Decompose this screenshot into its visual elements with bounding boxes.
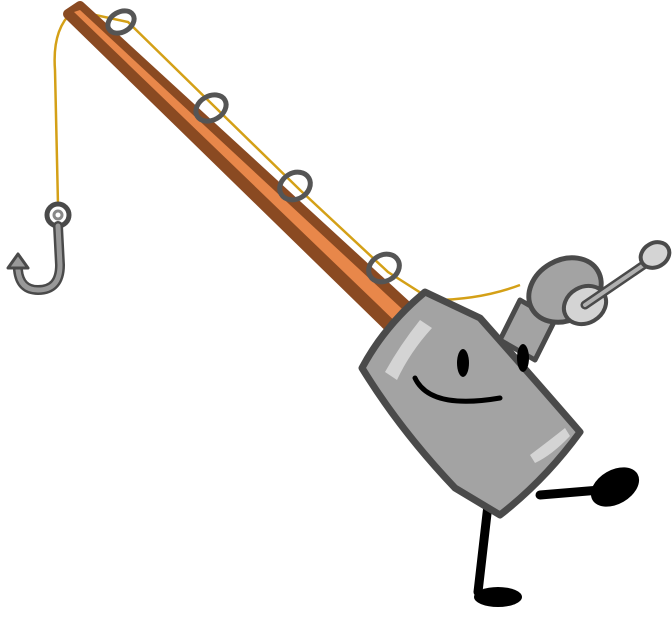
right-foot	[590, 467, 640, 507]
hook	[6, 201, 72, 296]
rod	[63, 1, 425, 343]
crank-knob	[638, 240, 672, 270]
fishing-line	[53, 11, 73, 206]
legs	[473, 467, 640, 607]
fishing-line-along-rod	[71, 8, 521, 302]
left-leg	[473, 500, 493, 597]
guide-ring	[193, 92, 229, 124]
left-eye	[457, 349, 469, 377]
guide-ring	[277, 169, 313, 203]
right-leg	[535, 485, 605, 500]
right-eye	[517, 344, 529, 372]
reel	[497, 240, 672, 363]
guide-ring	[366, 251, 402, 285]
guide-ring	[105, 8, 137, 36]
left-foot	[474, 587, 522, 607]
rod-guides	[105, 8, 402, 285]
face	[412, 344, 529, 404]
smile	[412, 375, 503, 404]
